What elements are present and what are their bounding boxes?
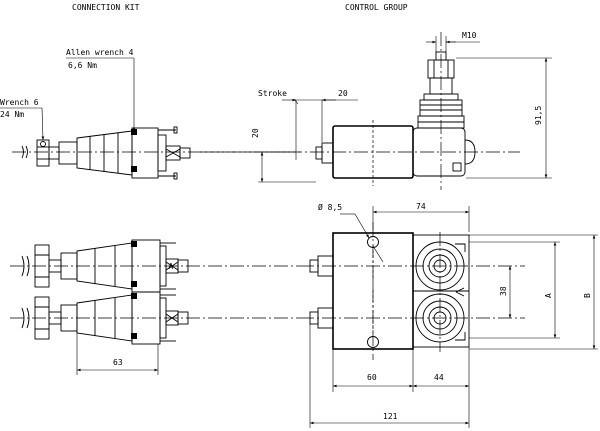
- dim-stroke-length: 20: [338, 89, 348, 98]
- thread-label: M10: [462, 31, 477, 40]
- port-a-label: A: [169, 262, 174, 271]
- connection-kit-top: [12, 126, 300, 180]
- allen-torque-label: 6,6 Nm: [68, 61, 97, 70]
- control-group-heading: CONTROL GROUP: [345, 3, 408, 12]
- dim-overall-height: 91,5: [534, 106, 543, 125]
- dim-width-60: 60: [367, 373, 377, 382]
- dim-width-74: 74: [416, 202, 426, 211]
- stroke-label: Stroke: [258, 89, 287, 98]
- dim-overall-width: 121: [383, 412, 398, 421]
- allen-wrench-label: Allen wrench 4: [66, 48, 134, 57]
- wrench-label: Wrench 6: [0, 98, 39, 107]
- control-group-side: [200, 32, 520, 190]
- dim-b: B: [583, 293, 592, 298]
- wrench-torque-label: 24 Nm: [0, 110, 24, 119]
- dim-kit-length: 63: [113, 358, 123, 367]
- hole-diameter-label: Ø 8,5: [318, 202, 342, 212]
- dim-pitch-38: 38: [499, 286, 508, 296]
- connection-kit-front-2: [10, 291, 300, 345]
- dim-width-44: 44: [434, 373, 444, 382]
- control-group-front: [300, 222, 525, 360]
- dim-stroke-height: 20: [251, 128, 260, 138]
- connection-kit-front-1: A: [10, 239, 300, 293]
- dim-a: A: [544, 293, 553, 298]
- connection-kit-heading: CONNECTION KIT: [72, 3, 140, 12]
